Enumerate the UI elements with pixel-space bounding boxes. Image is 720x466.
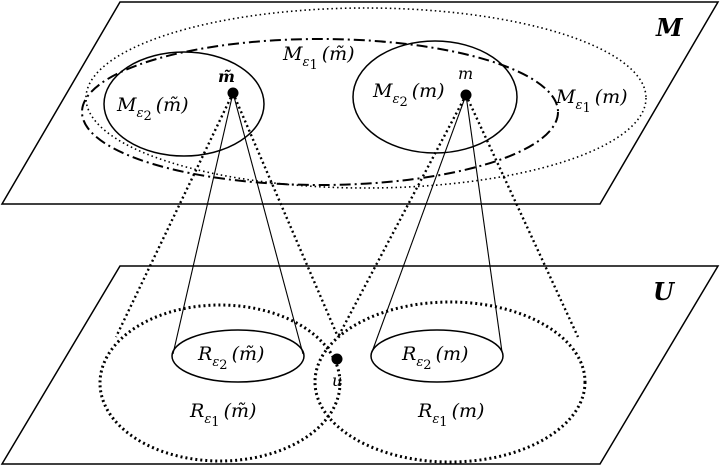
label-m-eps1-m-tilde: Mε1(m̃) [282, 43, 355, 73]
label-r-eps2-m: Rε2(m) [401, 343, 468, 373]
label-r-eps1-m: Rε1(m) [417, 400, 484, 430]
outer-region-r-m-tilde [98, 303, 342, 463]
plane-u [0, 265, 720, 465]
label-m-eps1-m: Mε1(m) [555, 86, 628, 116]
point-m-tilde [227, 87, 239, 99]
outer-region-m-tilde-dotted [85, 7, 647, 189]
point-m [460, 89, 472, 101]
inner-region-r-m [370, 329, 504, 383]
point-u [331, 353, 343, 365]
plane-m-label: M [655, 13, 684, 42]
point-u-label: u [332, 371, 342, 390]
solid-projection-lines [172, 92, 503, 355]
label-r-eps1-m-tilde: Rε1(m̃) [189, 400, 256, 430]
dotted-projection-lines [114, 92, 580, 338]
plane-u-label: U [653, 277, 676, 306]
point-m-label: m [458, 64, 473, 83]
label-m-eps2-m: Mε2(m) [372, 80, 445, 110]
plane-m [0, 1, 720, 205]
inner-region-m-tilde [103, 51, 265, 157]
outer-region-r-m [313, 300, 587, 464]
outer-region-m-dashdot [81, 38, 559, 186]
label-m-eps2-m-tilde: Mε2(m̃) [116, 94, 189, 124]
inner-region-r-m-tilde [171, 329, 305, 383]
point-m-tilde-label: m̃ [218, 67, 235, 86]
label-r-eps2-m-tilde: Rε2(m̃) [197, 343, 264, 373]
